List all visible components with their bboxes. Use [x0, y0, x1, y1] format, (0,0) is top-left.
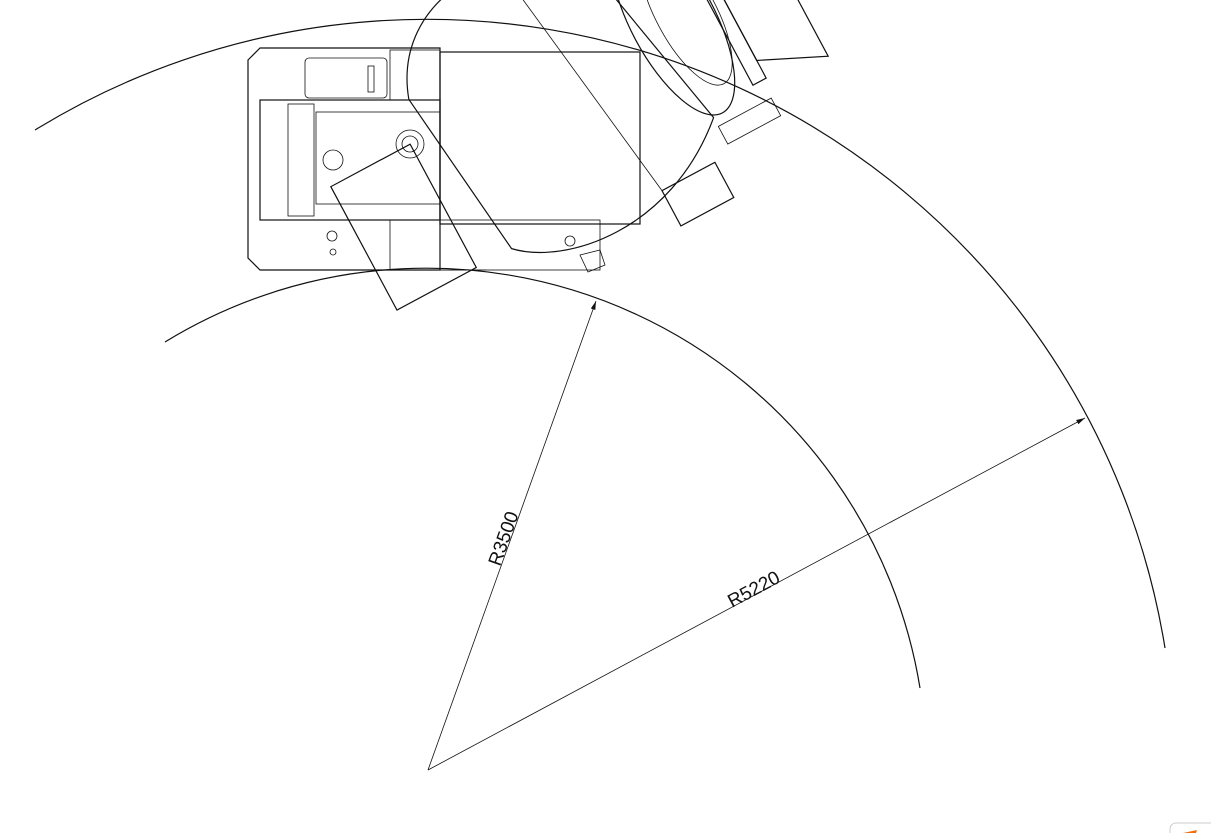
inner-radius-dimension-line	[427, 300, 597, 771]
inner-turning-arc	[164, 267, 921, 689]
outer-turning-arc	[34, 18, 1166, 649]
outer-radius-dimension-line	[427, 417, 1086, 771]
corner-badge-mark	[1183, 830, 1197, 833]
mixer-drum-front-section	[330, 0, 830, 311]
outer-radius-label: R5220	[724, 567, 783, 612]
inner-radius-label: R3500	[485, 509, 524, 569]
corner-badge	[1169, 822, 1211, 833]
mixer-truck-rear-chassis	[247, 47, 606, 273]
cab-roof	[439, 51, 641, 225]
